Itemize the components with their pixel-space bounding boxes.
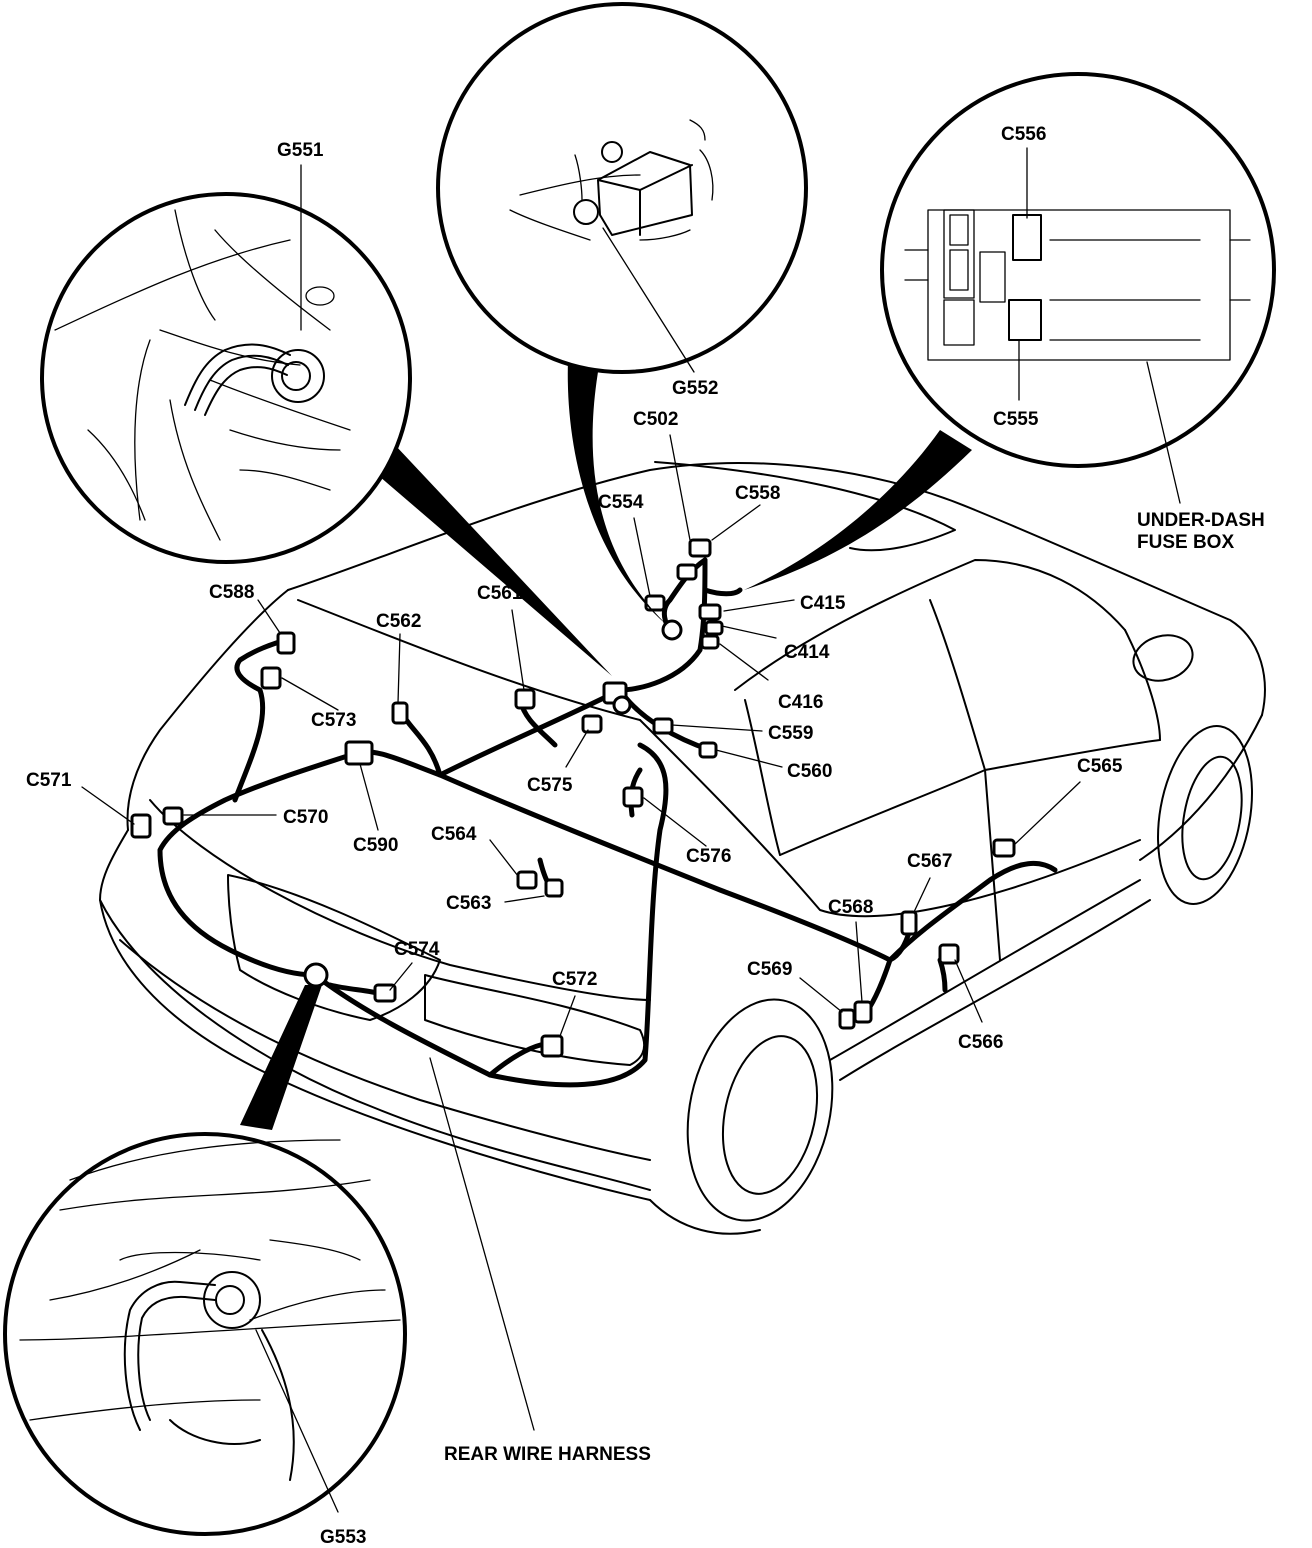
label-c562: C562 [376, 611, 421, 632]
label-c416: C416 [778, 692, 823, 713]
label-c560: C560 [787, 761, 832, 782]
label-fuse-box: FUSE BOX [1137, 532, 1234, 553]
label-under-dash: UNDER-DASH [1137, 510, 1265, 531]
label-c555: C555 [993, 409, 1039, 430]
label-c415: C415 [800, 593, 846, 614]
label-c590: C590 [353, 835, 398, 856]
detail-circle-fuse-box [880, 72, 1276, 468]
label-g551: G551 [277, 140, 324, 161]
label-c565: C565 [1077, 756, 1123, 777]
label-g553: G553 [320, 1527, 366, 1548]
label-c574: C574 [394, 939, 440, 960]
label-c571: C571 [26, 770, 72, 791]
label-c414: C414 [784, 642, 830, 663]
label-c588: C588 [209, 582, 254, 603]
label-c572: C572 [552, 969, 597, 990]
label-c570: C570 [283, 807, 328, 828]
label-c575: C575 [527, 775, 573, 796]
label-c563: C563 [446, 893, 491, 914]
label-c502: C502 [633, 409, 678, 430]
label-c576: C576 [686, 846, 731, 867]
label-c554: C554 [598, 492, 644, 513]
label-rear-wire-harness: REAR WIRE HARNESS [444, 1444, 651, 1465]
label-c567: C567 [907, 851, 952, 872]
label-c559: C559 [768, 723, 813, 744]
label-c558: C558 [735, 483, 780, 504]
harness-connectors [130, 538, 1016, 1058]
label-c568: C568 [828, 897, 873, 918]
leader-lines [81, 147, 1181, 1513]
detail-circle-g553 [3, 1132, 407, 1536]
car-body [99, 461, 1266, 1235]
label-g552: G552 [672, 378, 718, 399]
label-c556: C556 [1001, 124, 1046, 145]
detail-circle-g551 [40, 192, 412, 564]
detail-circle-g552 [436, 2, 808, 374]
label-c573: C573 [311, 710, 356, 731]
callout-cones [240, 360, 972, 1130]
label-c564: C564 [431, 824, 477, 845]
connector-labels: G551 G552 C502 C556 C555 UNDER-DASH FUSE… [26, 124, 1265, 1548]
label-c566: C566 [958, 1032, 1003, 1053]
label-c561: C561 [477, 583, 523, 604]
label-c569: C569 [747, 959, 792, 980]
